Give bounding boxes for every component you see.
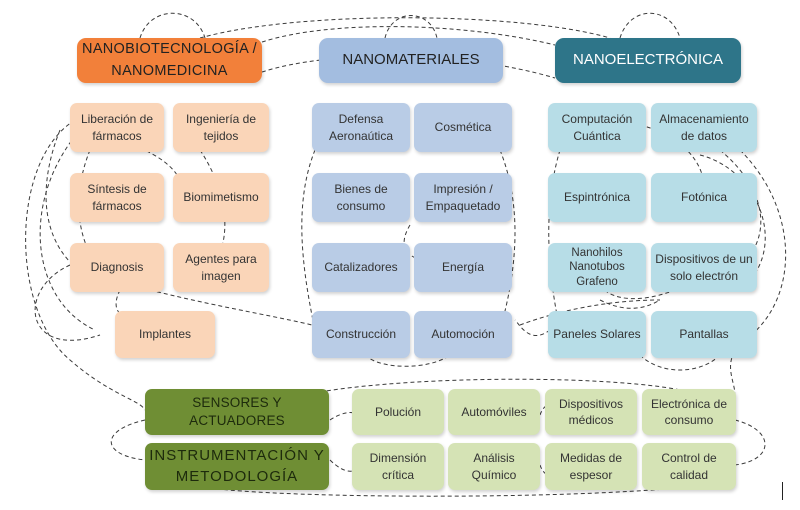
nanomat-header: NANOMATERIALES: [319, 38, 503, 83]
nanomat-item: Catalizadores: [312, 243, 410, 292]
nanoelec-item: Espintrónica: [548, 173, 646, 222]
nanomat-item: Cosmética: [414, 103, 512, 152]
nanobio-item: Síntesis de fármacos: [70, 173, 164, 222]
instrumentacion-item: Medidas de espesor: [545, 443, 637, 490]
nanobio-header: NANOBIOTECNOLOGÍA / NANOMEDICINA: [77, 38, 262, 83]
text-cursor: [782, 482, 783, 500]
nanobio-item: Biomimetismo: [173, 173, 269, 222]
instrumentacion-item: Dimensión crítica: [352, 443, 444, 490]
sensores-header: SENSORES Y ACTUADORES: [145, 389, 329, 435]
nanobio-item: Implantes: [115, 311, 215, 358]
nanomat-item: Automoción: [414, 311, 512, 358]
nanomat-item: Bienes de consumo: [312, 173, 410, 222]
nanoelec-item: Fotónica: [651, 173, 757, 222]
sensores-item: Electrónica de consumo: [642, 389, 736, 435]
nanoelec-item: Pantallas: [651, 311, 757, 358]
instrumentacion-item: Análisis Químico: [448, 443, 540, 490]
instrumentacion-item: Control de calidad: [642, 443, 736, 490]
nanomat-item: Impresión / Empaquetado: [414, 173, 512, 222]
sensores-item: Dispositivos médicos: [545, 389, 637, 435]
nanoelec-item: Dispositivos de un solo electrón: [651, 243, 757, 292]
nanomat-item: Defensa Aeronaútica: [312, 103, 410, 152]
nanoelec-item: Almacenamiento de datos: [651, 103, 757, 152]
instrumentacion-header: INSTRUMENTACIÓN Y METODOLOGÍA: [145, 443, 329, 490]
nanomat-item: Construcción: [312, 311, 410, 358]
nanoelec-item: Computación Cuántica: [548, 103, 646, 152]
nanobio-item: Ingeniería de tejidos: [173, 103, 269, 152]
sensores-item: Automóviles: [448, 389, 540, 435]
nanobio-item: Diagnosis: [70, 243, 164, 292]
sensores-item: Polución: [352, 389, 444, 435]
nanobio-item: Agentes para imagen: [173, 243, 269, 292]
nanoelec-item: Nanohilos Nanotubos Grafeno: [548, 243, 646, 292]
nanobio-item: Liberación de fármacos: [70, 103, 164, 152]
nanoelec-header: NANOELECTRÓNICA: [555, 38, 741, 83]
nanomat-item: Energía: [414, 243, 512, 292]
nanoelec-item: Paneles Solares: [548, 311, 646, 358]
